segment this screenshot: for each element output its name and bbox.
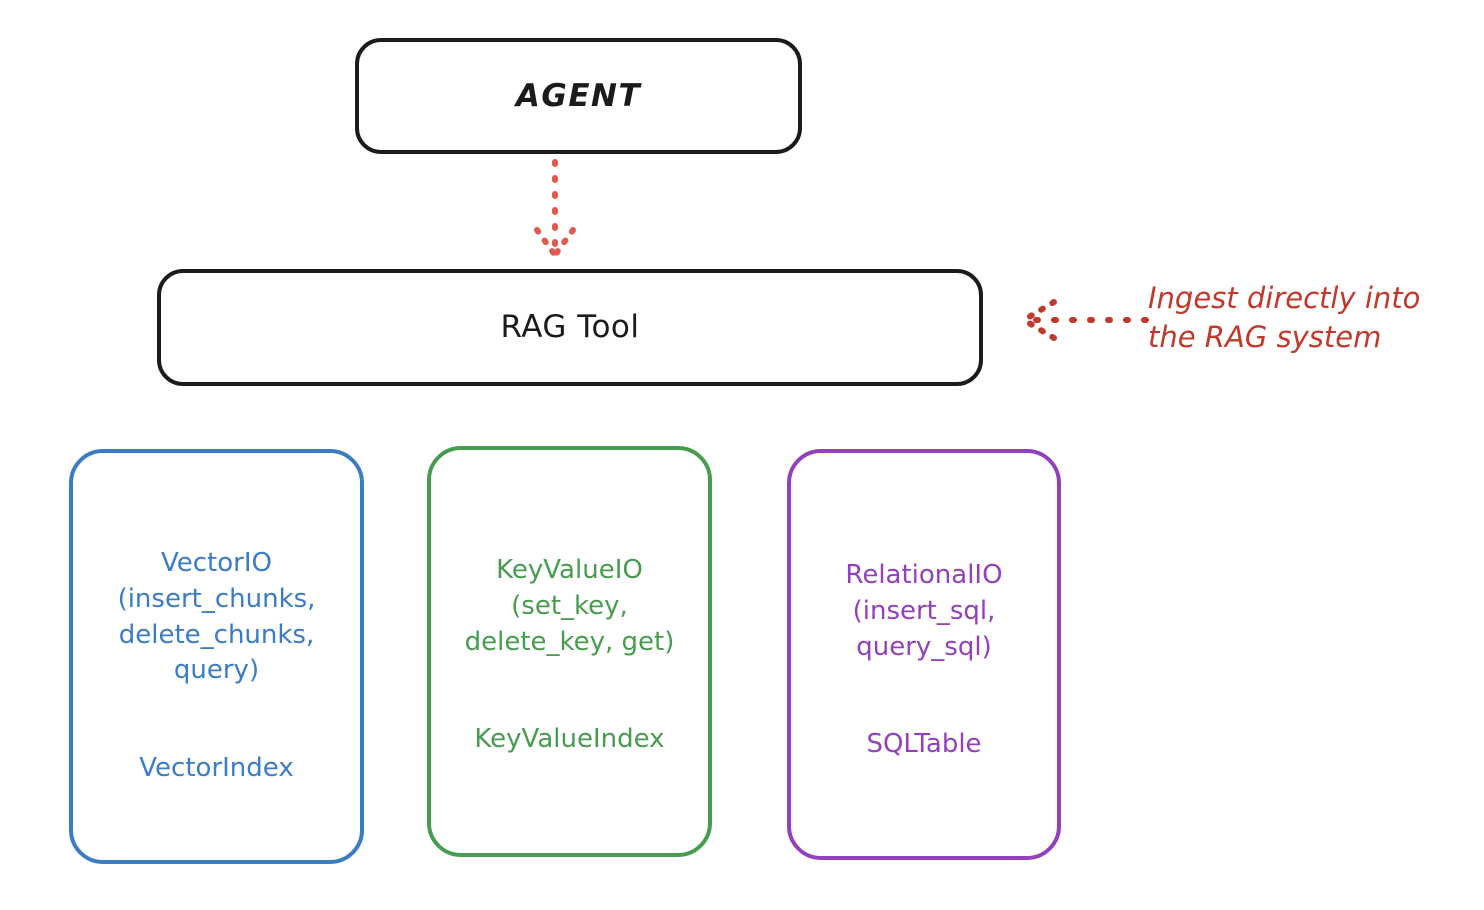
key-value-io-api-label: KeyValueIO (set_key, delete_key, get) <box>464 554 675 657</box>
key-value-io-index-label: KeyValueIndex <box>474 724 665 755</box>
relational-io-text: RelationalIO (insert_sql, query_sql) SQL… <box>839 522 1008 763</box>
spacer <box>845 665 1002 691</box>
relational-io-api-label: RelationalIO (insert_sql, query_sql) <box>845 559 1003 662</box>
spacer <box>118 689 316 715</box>
ingest-annotation-text: Ingest directly into the RAG system <box>1148 281 1421 355</box>
agent-node-label: AGENT <box>515 77 642 114</box>
key-value-io-text: KeyValueIO (set_key, delete_key, get) Ke… <box>459 517 681 758</box>
rag-tool-node[interactable]: RAG Tool <box>157 269 983 386</box>
relational-io-node[interactable]: RelationalIO (insert_sql, query_sql) SQL… <box>787 449 1061 860</box>
relational-io-index-label: SQLTable <box>866 729 982 760</box>
rag-tool-node-label: RAG Tool <box>500 309 640 346</box>
dotted-left-arrow-icon <box>1021 299 1149 341</box>
dotted-down-arrow-icon <box>534 159 576 258</box>
agent-node[interactable]: AGENT <box>355 38 802 154</box>
vector-io-node[interactable]: VectorIO (insert_chunks, delete_chunks, … <box>69 449 364 864</box>
vector-io-index-label: VectorIndex <box>139 753 294 784</box>
key-value-io-node[interactable]: KeyValueIO (set_key, delete_key, get) Ke… <box>427 446 712 857</box>
spacer <box>465 660 675 686</box>
vector-io-api-label: VectorIO (insert_chunks, delete_chunks, … <box>117 547 316 686</box>
vector-io-text: VectorIO (insert_chunks, delete_chunks, … <box>112 510 322 787</box>
